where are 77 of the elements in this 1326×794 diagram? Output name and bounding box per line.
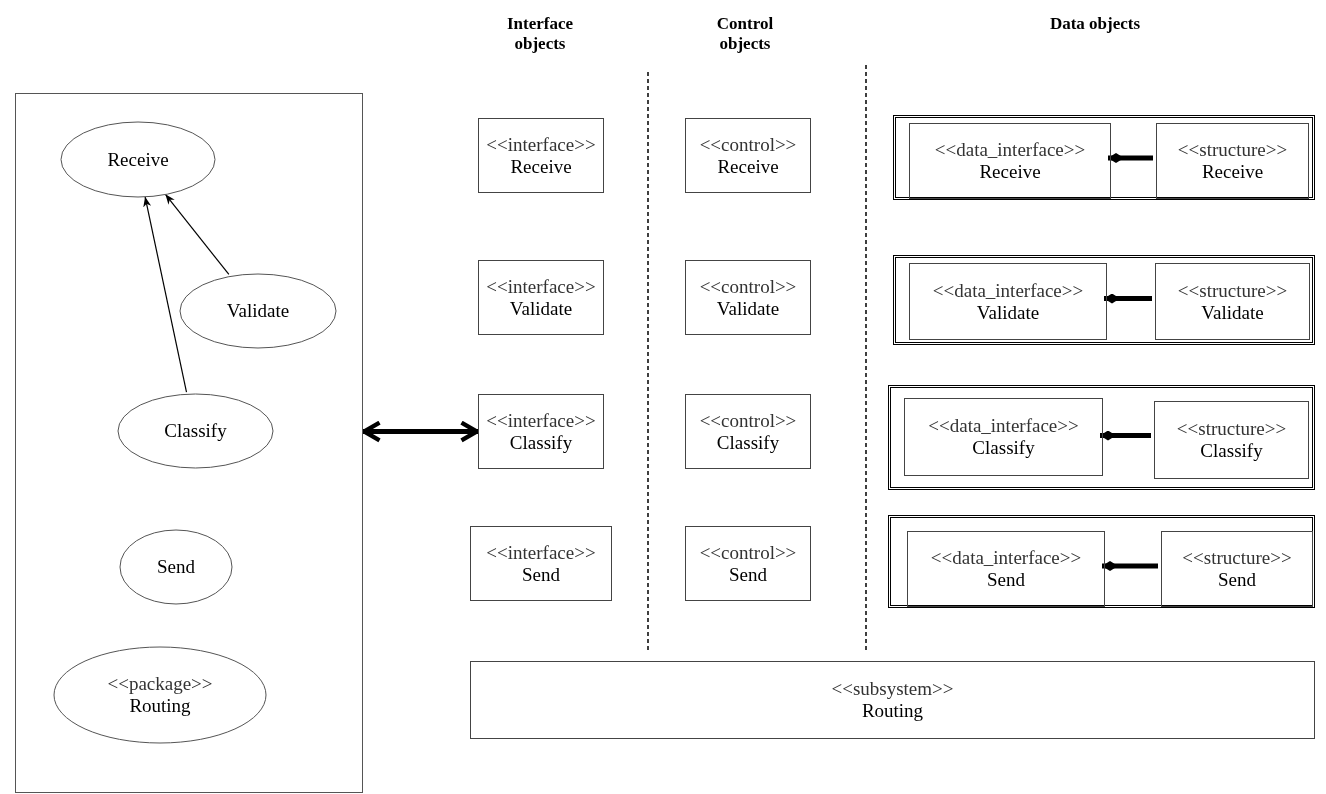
- class-box: [685, 260, 811, 335]
- class-box: [470, 526, 612, 601]
- class-box: [1154, 401, 1309, 479]
- stereotype-text: <<interface>>: [486, 275, 596, 298]
- package-panel: [15, 93, 363, 793]
- name-text: Receive: [717, 155, 779, 178]
- use-case-ellipse: [179, 273, 337, 349]
- stereotype-text: <<control>>: [699, 133, 797, 156]
- name-text: Send: [1218, 569, 1256, 591]
- name-text: Classify: [1200, 440, 1263, 462]
- name-text: Send: [729, 563, 767, 586]
- arrow: [143, 196, 188, 393]
- class-box: [470, 661, 1315, 739]
- class-box: [909, 263, 1107, 340]
- stereotype-text: <<data_interface>>: [932, 279, 1084, 302]
- arrow: [164, 193, 230, 276]
- class-box: [478, 260, 604, 335]
- use-case-ellipse: [117, 393, 274, 469]
- name-text: Routing: [861, 700, 924, 722]
- name-text: Validate: [716, 297, 780, 320]
- class-box: [1161, 531, 1313, 607]
- use-case-ellipse: [119, 529, 233, 605]
- stereotype-text: <<control>>: [699, 275, 797, 298]
- name-text: Validate: [509, 297, 573, 320]
- class-group-frame: [893, 115, 1315, 200]
- class-box: [904, 398, 1103, 476]
- stereotype-text: <<structure>>: [1177, 139, 1288, 161]
- stereotype-text: <<interface>>: [486, 541, 596, 564]
- name-text: Validate: [976, 301, 1040, 324]
- stereotype-text: <<structure>>: [1182, 547, 1292, 569]
- name-text: Receive: [979, 161, 1041, 183]
- name-text: Send: [987, 569, 1025, 591]
- arrow: [361, 420, 480, 443]
- composition-line: [1102, 561, 1158, 571]
- name-text: Validate: [1201, 301, 1264, 324]
- use-case-ellipse: [53, 646, 267, 744]
- column-heading: Control objects: [715, 14, 775, 55]
- name-text: Send: [157, 556, 195, 578]
- stereotype-text: <<interface>>: [486, 409, 596, 432]
- stereotype-text: <<structure>>: [1177, 279, 1288, 302]
- stereotype-text: <<data_interface>>: [930, 547, 1082, 569]
- column-heading: Data objects: [1048, 14, 1142, 35]
- class-group-frame: [893, 255, 1315, 345]
- name-text: Validate: [226, 300, 290, 322]
- class-box: [1155, 263, 1310, 340]
- name-text: Receive: [1201, 161, 1264, 183]
- class-box: [1156, 123, 1309, 199]
- stereotype-text: <<data_interface>>: [934, 139, 1086, 161]
- use-case-ellipse: [60, 121, 216, 198]
- name-text: Receive: [510, 155, 572, 178]
- composition-line: [1100, 430, 1151, 441]
- name-text: Classify: [716, 431, 780, 454]
- composition-line: [1104, 293, 1152, 304]
- stereotype-text: <<data_interface>>: [928, 415, 1079, 437]
- column-heading: Interface objects: [505, 14, 575, 55]
- stereotype-text: <<subsystem>>: [831, 678, 954, 700]
- class-group-frame: [888, 385, 1315, 490]
- class-group-frame: [888, 515, 1315, 608]
- composition-line: [1108, 153, 1153, 163]
- class-box: [685, 118, 811, 193]
- stereotype-text: <<control>>: [699, 409, 797, 432]
- name-text: Classify: [509, 431, 573, 454]
- class-box: [685, 394, 811, 469]
- stereotype-text: <<interface>>: [486, 133, 596, 156]
- name-text: Receive: [107, 148, 169, 171]
- class-box: [907, 531, 1105, 607]
- class-box: [478, 118, 604, 193]
- name-text: Send: [522, 563, 560, 586]
- stereotype-text: <<structure>>: [1176, 418, 1287, 440]
- class-box: [685, 526, 811, 601]
- name-text: Classify: [972, 437, 1035, 459]
- name-text: Classify: [164, 420, 227, 442]
- class-box: [478, 394, 604, 469]
- stereotype-text: <<package>>: [107, 673, 213, 695]
- stereotype-text: <<control>>: [699, 541, 797, 564]
- class-box: [909, 123, 1111, 199]
- name-text: Routing: [129, 695, 191, 717]
